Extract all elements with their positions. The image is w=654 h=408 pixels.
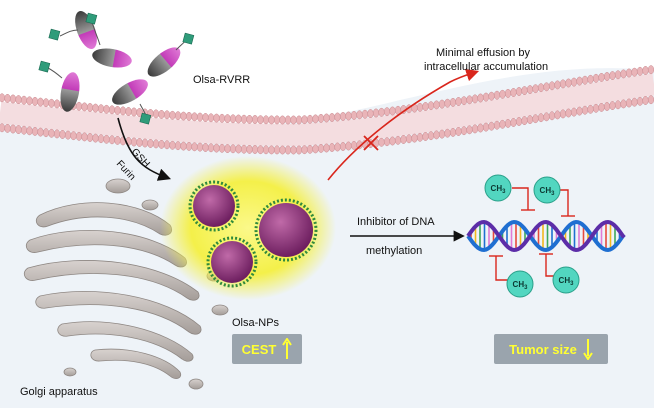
inhibitor-label-line2: methylation [366, 245, 423, 257]
prodrug-molecules [38, 10, 195, 125]
cleavage-arrow [117, 117, 172, 181]
tumor-size-label: Tumor size [509, 341, 577, 357]
methyl-groups [484, 174, 580, 298]
nanoparticle-label: Olsa-NPs [232, 317, 280, 329]
methyl-inhibition-lines [489, 187, 575, 281]
efflux-arrow [327, 68, 480, 181]
nanoparticles [188, 180, 318, 288]
dna-helix [466, 219, 626, 253]
methyl-label: CH3 [540, 186, 556, 197]
effusion-label-line2: intracellular accumulation [424, 61, 549, 73]
golgi-label: Golgi apparatus [20, 386, 98, 398]
methyl-label: CH3 [491, 184, 507, 195]
nanoparticle [206, 236, 258, 288]
golgi-apparatus [23, 178, 229, 390]
nanoparticle [188, 180, 240, 232]
cest-badge: CEST [232, 334, 302, 364]
prodrug-label: Olsa-RVRR [193, 74, 251, 86]
up-arrow-icon [282, 338, 293, 359]
x-mark-icon [363, 135, 379, 151]
nanoparticle [254, 198, 318, 262]
methyl-label: CH3 [559, 276, 575, 287]
methyl-label: CH3 [513, 280, 529, 291]
effusion-label-line1: Minimal effusion by [436, 47, 530, 59]
down-arrow-icon [582, 339, 593, 360]
inhibitor-label-line1: Inhibitor of DNA [357, 216, 435, 228]
tumor-size-badge: Tumor size [494, 334, 608, 364]
cest-label: CEST [241, 341, 277, 357]
